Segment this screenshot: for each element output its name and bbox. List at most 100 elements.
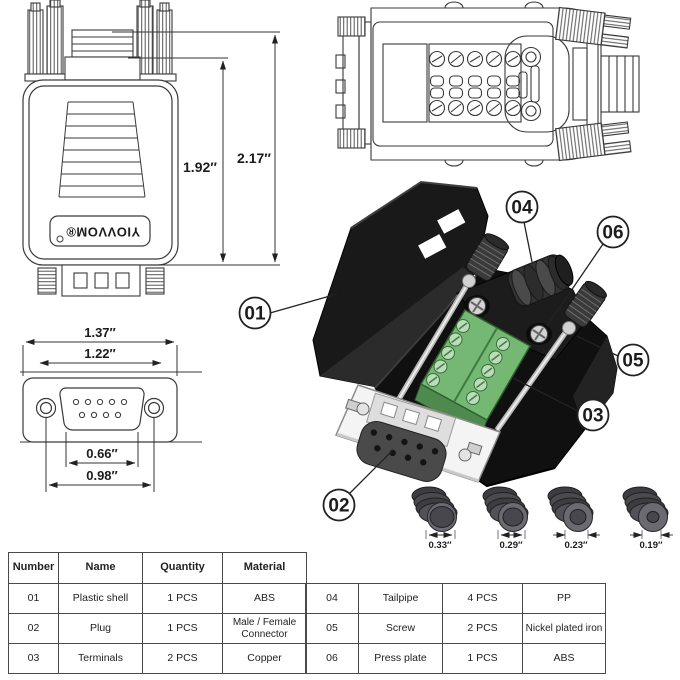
cell-material: ABS xyxy=(222,583,307,614)
callout-04: 04 xyxy=(505,190,539,224)
cell-name: Plug xyxy=(58,613,143,644)
callout-06: 06 xyxy=(596,215,630,249)
cell-number: 03 xyxy=(8,643,59,674)
cell-material: Male / Female Connector xyxy=(222,613,307,644)
top-view-press-plate xyxy=(504,35,570,133)
callout-03-label: 03 xyxy=(582,406,603,427)
cell-quantity: 1 PCS xyxy=(442,643,523,674)
top-view-thumbscrew-right-bottom xyxy=(554,121,632,162)
header-number: Number xyxy=(8,552,59,584)
dim-label-1-37: 1.37″ xyxy=(84,325,116,340)
cell-material: PP xyxy=(522,583,606,614)
callout-05: 05 xyxy=(616,343,650,377)
cell-material: Copper xyxy=(222,643,307,674)
cell-name: Tailpipe xyxy=(358,583,443,614)
cell-quantity: 2 PCS xyxy=(142,643,223,674)
top-view-plug-end xyxy=(335,16,372,149)
cap-size-label-2: 0.29″ xyxy=(499,540,522,551)
tailpipe-cap-4: 0.19″ xyxy=(622,486,673,551)
top-view-terminal-area xyxy=(382,43,522,123)
terminal-screws-top-row xyxy=(428,50,522,68)
header-material: Material xyxy=(222,552,307,584)
cell-quantity: 1 PCS xyxy=(142,583,223,614)
terminal-screws-right-column xyxy=(466,337,510,405)
header-name: Name xyxy=(58,552,143,584)
callout-01: 01 xyxy=(238,296,272,330)
callout-leaders xyxy=(269,221,619,495)
cap-size-label-3: 0.23″ xyxy=(564,540,587,551)
press-plate-screw-1 xyxy=(468,297,486,315)
shell-back-cover xyxy=(312,180,489,388)
dim-label-0-66: 0.66″ xyxy=(86,446,118,461)
assembly-3d-view: 01 02 03 04 05 06 0.3 xyxy=(238,180,673,551)
cell-material: Nickel plated iron xyxy=(522,613,606,644)
cell-quantity: 2 PCS xyxy=(442,613,523,644)
callout-01-label: 01 xyxy=(244,304,266,325)
pin-holes xyxy=(72,398,128,419)
cell-number: 02 xyxy=(8,613,59,644)
terminal-cages xyxy=(429,75,521,99)
callout-04-label: 04 xyxy=(511,198,533,219)
cell-number: 06 xyxy=(305,643,359,674)
jack-screw-bottom xyxy=(458,441,483,462)
rear-shell-ribs xyxy=(58,101,146,198)
top-view-cable-exit xyxy=(572,39,640,129)
dim-0-98 xyxy=(45,418,155,492)
cell-number: 01 xyxy=(8,583,59,614)
callout-03: 03 xyxy=(576,398,610,432)
cell-name: Press plate xyxy=(358,643,443,674)
cap-size-label-4: 0.19″ xyxy=(639,540,662,551)
cell-quantity: 1 PCS xyxy=(142,613,223,644)
cell-name: Terminals xyxy=(58,643,143,674)
front-view-drawing: 1.37″ 1.22″ 0.66″ 0.98″ xyxy=(20,325,202,492)
dim-2-17 xyxy=(112,31,280,266)
table-row: 03 Terminals 2 PCS Copper xyxy=(8,643,307,674)
screw-right xyxy=(494,280,607,432)
dim-label-1-22: 1.22″ xyxy=(84,346,116,361)
callouts: 01 02 03 04 05 06 xyxy=(238,190,650,522)
cell-number: 05 xyxy=(305,613,359,644)
table-row: 05 Screw 2 PCS Nickel plated iron xyxy=(305,613,606,644)
jack-screw-holes xyxy=(35,397,165,419)
dim-label-2-17: 2.17″ xyxy=(237,150,271,166)
terminal-screws-left-column xyxy=(426,319,470,387)
cap-size-label-1: 0.33″ xyxy=(428,540,451,551)
cell-name: Screw xyxy=(358,613,443,644)
callout-05-label: 05 xyxy=(622,351,644,372)
cell-material: ABS xyxy=(522,643,606,674)
dim-1-92 xyxy=(128,57,228,263)
top-view-drawing xyxy=(335,1,640,167)
parts-table-left: Number Name Quantity Material 01 Plastic… xyxy=(8,552,307,674)
rear-thumbscrews xyxy=(24,0,177,82)
top-view-thumbscrew-right-top xyxy=(554,6,632,49)
rear-view-drawing: YIOVVOM® 1.92″ 2.17″ xyxy=(22,0,280,297)
cell-name: Plastic shell xyxy=(58,583,143,614)
cell-quantity: 4 PCS xyxy=(442,583,523,614)
rear-dsub-end xyxy=(37,264,165,297)
dim-1-37 xyxy=(22,339,178,376)
table-row: 04 Tailpipe 4 PCS PP xyxy=(305,583,606,614)
dsub-connector xyxy=(356,392,457,482)
tailpipe-cap-1: 0.33″ xyxy=(411,486,458,551)
dsub-pin-holes xyxy=(370,429,439,466)
table-row: 02 Plug 1 PCS Male / Female Connector xyxy=(8,613,307,644)
dim-label-0-98: 0.98″ xyxy=(86,468,118,483)
terminal-screws-bottom-row xyxy=(428,99,522,117)
front-face xyxy=(20,371,202,443)
brand-label: YIOVVOM® xyxy=(66,225,140,240)
jack-screw-top xyxy=(345,398,370,416)
press-plate-screw-2 xyxy=(530,325,548,343)
brand-label-plate: YIOVVOM® xyxy=(49,215,151,247)
cell-number: 04 xyxy=(305,583,359,614)
table-row: 06 Press plate 1 PCS ABS xyxy=(305,643,606,674)
cable-clamp xyxy=(64,29,141,81)
dim-0-66 xyxy=(65,432,139,467)
dim-label-1-92: 1.92″ xyxy=(183,159,217,175)
header-quantity: Quantity xyxy=(142,552,223,584)
callout-02-label: 02 xyxy=(328,496,349,517)
callout-02: 02 xyxy=(322,488,356,522)
parts-table-right: 04 Tailpipe 4 PCS PP 05 Screw 2 PCS Nick… xyxy=(305,583,606,674)
table-row: 01 Plastic shell 1 PCS ABS xyxy=(8,583,307,614)
tailpipe-cap-2: 0.29″ xyxy=(482,486,529,551)
